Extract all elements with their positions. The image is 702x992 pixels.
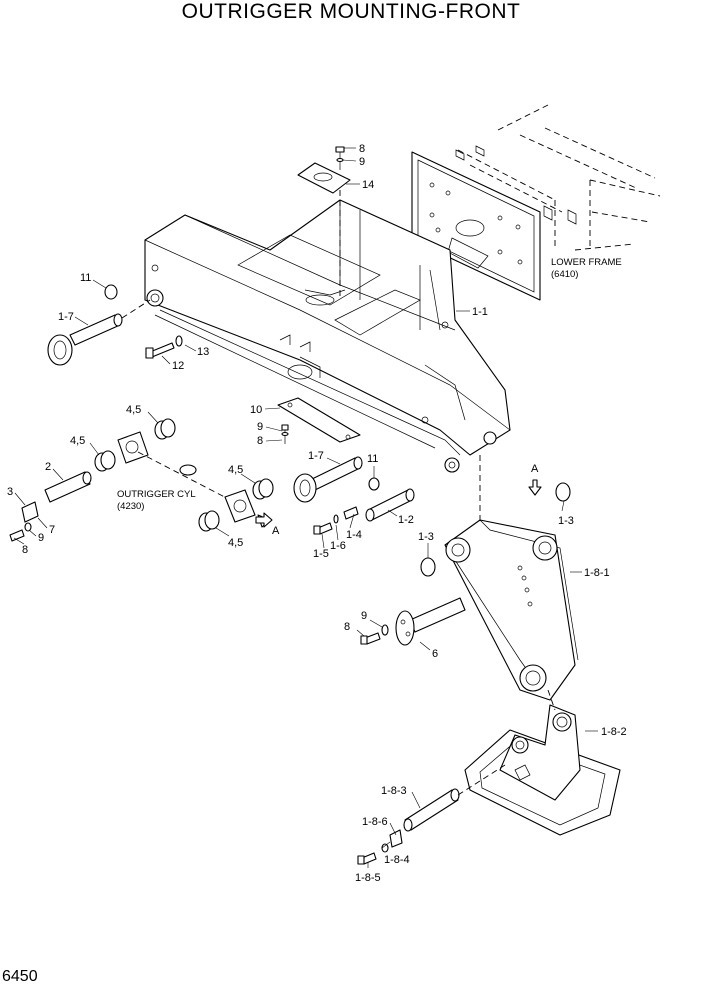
callout-3: 3	[7, 486, 13, 498]
callout-14: 14	[362, 179, 374, 191]
outrigger-arm-1-8-1	[444, 455, 579, 701]
callout-1-8-1: 1-8-1	[584, 567, 610, 579]
callout-1-8-6: 1-8-6	[362, 816, 388, 828]
bolt-12-washer-13	[145, 335, 183, 359]
callout-1-8-5: 1-8-5	[355, 872, 381, 884]
view-a-label-left: A	[272, 525, 280, 537]
outrigger-pad-1-8-2	[464, 689, 621, 836]
outrigger-cyl-note-line2: (4230)	[117, 501, 144, 512]
callout-labels: 8 9 14 11 1-7 13 12 1-1 4,5 10 9 8 4,5 1…	[7, 143, 627, 884]
callout-1-2: 1-2	[398, 514, 414, 526]
callout-11-left: 11	[80, 272, 91, 284]
callout-7: 7	[49, 524, 55, 536]
view-a-arrows	[255, 479, 542, 528]
callout-4-5-c: 4,5	[228, 464, 243, 476]
callout-1-3-left: 1-3	[418, 531, 434, 543]
callout-2: 2	[45, 461, 51, 473]
pin-1-7-left	[47, 284, 151, 366]
outrigger-cyl-note-line1: OUTRIGGER CYL	[117, 489, 196, 500]
callout-10: 10	[250, 404, 262, 416]
callout-1-4: 1-4	[346, 529, 362, 541]
callout-8-low: 8	[22, 544, 28, 556]
callout-8-mid: 8	[257, 435, 263, 447]
callout-12: 12	[172, 360, 184, 372]
callout-4-5-d: 4,5	[228, 537, 243, 549]
callout-1-8-2: 1-8-2	[601, 726, 627, 738]
callout-1-6: 1-6	[330, 540, 346, 552]
callout-4-5-b: 4,5	[70, 435, 85, 447]
page-title: OUTRIGGER MOUNTING-FRONT	[181, 0, 521, 23]
callout-11-mid: 11	[367, 453, 378, 465]
ring-1-3-right	[555, 482, 571, 502]
callout-1-7-left: 1-7	[58, 311, 74, 323]
callout-8-top: 8	[359, 143, 365, 155]
pin-1-8-3	[357, 764, 506, 865]
lower-frame-illustration	[411, 104, 661, 301]
callout-1-5: 1-5	[313, 548, 329, 560]
lower-frame-note-line2: (6410)	[551, 269, 578, 280]
callout-4-5-a: 4,5	[126, 404, 141, 416]
callout-1-1: 1-1	[472, 306, 488, 318]
leader-lines	[13, 147, 598, 868]
callout-9-mid: 9	[257, 421, 263, 433]
pin-1-7-mid	[293, 456, 415, 535]
callout-6: 6	[432, 648, 438, 660]
callout-1-7-mid: 1-7	[308, 450, 324, 462]
view-a-label-top: A	[531, 463, 539, 475]
callout-9-pin: 9	[361, 610, 367, 622]
ring-1-3-left	[420, 557, 436, 577]
callout-1-8-4: 1-8-4	[384, 854, 410, 866]
callout-13: 13	[197, 346, 209, 358]
page-number: 6450	[2, 968, 38, 985]
callout-9-low: 9	[38, 532, 44, 544]
callout-1-8-3: 1-8-3	[381, 785, 407, 797]
plate-10	[277, 397, 361, 444]
lower-frame-note-line1: LOWER FRAME	[551, 257, 622, 268]
pin-6	[360, 597, 466, 646]
callout-8-pin: 8	[344, 621, 350, 633]
outrigger-cylinder	[9, 418, 274, 542]
callout-9-top: 9	[359, 156, 365, 168]
callout-1-3-right: 1-3	[558, 515, 574, 527]
